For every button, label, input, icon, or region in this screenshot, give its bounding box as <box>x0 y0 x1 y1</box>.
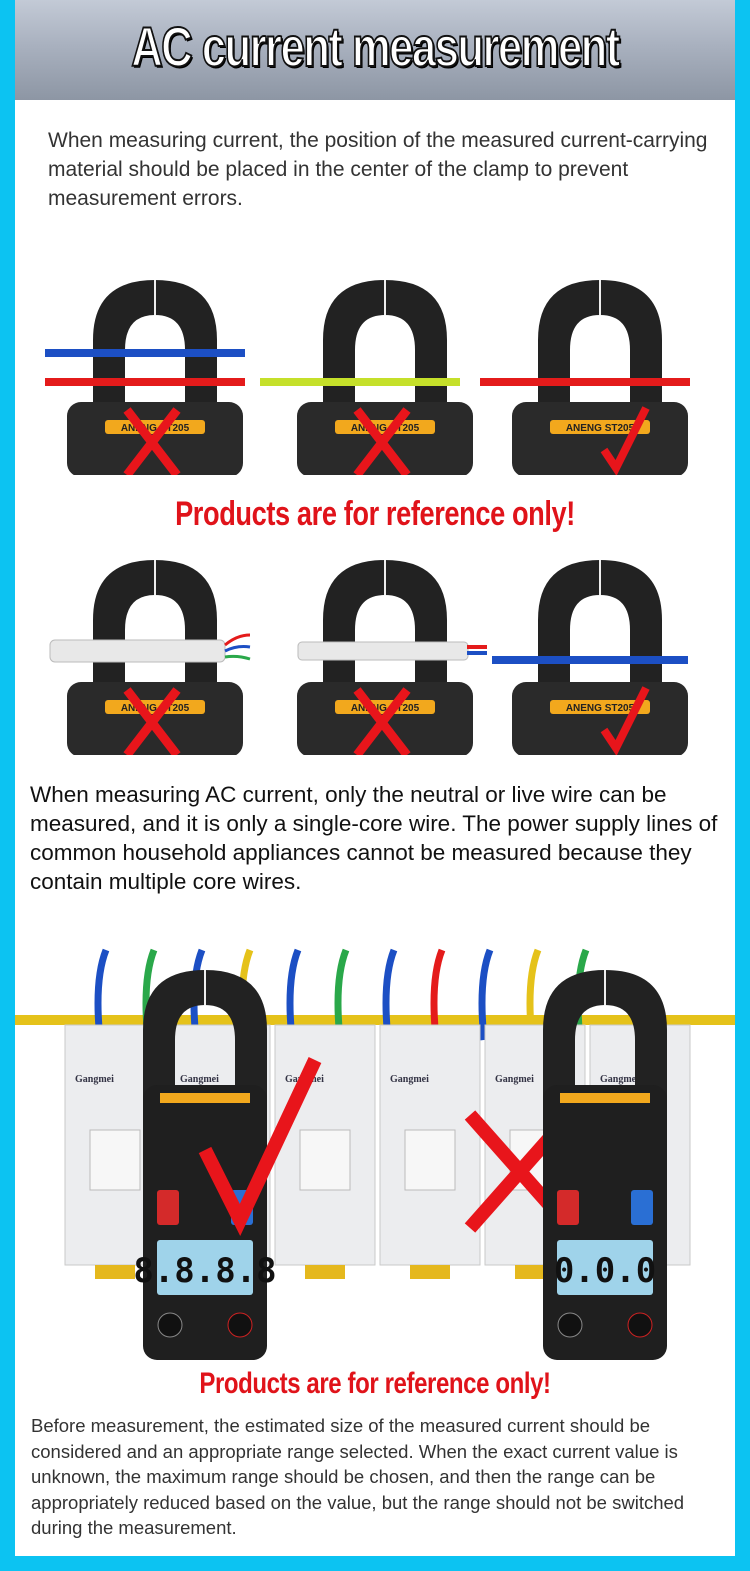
reference-notice-2: Products are for reference only! <box>199 1367 551 1400</box>
sel-button <box>557 1190 579 1225</box>
breaker-terminal <box>95 1265 135 1279</box>
core-wire <box>224 645 251 653</box>
breaker-brand: Gangmei <box>180 1074 219 1085</box>
clamp-position-examples: ANENG ST205 ANENG ST205 ANENG ST205 <box>45 280 690 475</box>
wire <box>45 349 245 357</box>
brand-text: ANENG ST205 <box>351 423 420 434</box>
clamp-jaw <box>538 560 662 700</box>
lcd-reading: 0.0.0 <box>554 1251 656 1291</box>
wire <box>45 378 245 386</box>
clamp-jaw <box>323 560 447 700</box>
clamp-jaw <box>143 970 267 1110</box>
sel-button <box>157 1190 179 1225</box>
brand-text: ANENG ST205 <box>351 703 420 714</box>
intro-text: When measuring current, the position of … <box>48 129 708 210</box>
com-jack <box>557 1312 583 1338</box>
brand-label <box>335 700 435 714</box>
cross-mark-icon <box>123 687 181 755</box>
core-wire <box>224 633 251 647</box>
com-jack <box>157 1312 183 1338</box>
brand-label <box>550 420 650 434</box>
single-core-note: When measuring AC current, only the neut… <box>30 782 718 894</box>
breaker-terminal <box>410 1265 450 1279</box>
v-jack <box>627 1312 653 1338</box>
brand-label <box>105 420 205 434</box>
two-core-cable <box>297 641 469 661</box>
brand-text: ANENG ST205 <box>121 703 190 714</box>
brand-text: ANENG ST205 <box>566 703 635 714</box>
brand-label <box>335 420 435 434</box>
meter-body <box>512 402 688 475</box>
core-wire <box>467 645 487 649</box>
wire <box>480 378 690 386</box>
clamp-jaw <box>93 560 217 700</box>
page-title: AC current measurement <box>130 14 621 79</box>
clamp-jaw <box>543 970 667 1110</box>
core-wire <box>224 654 251 661</box>
range-note: Before measurement, the estimated size o… <box>31 1415 685 1538</box>
wire <box>478 948 494 1041</box>
header-banner: AC current measurement <box>15 0 735 100</box>
reference-notice: Products are for reference only! <box>175 495 575 533</box>
core-wire <box>467 651 487 655</box>
breaker-switch <box>299 1129 351 1191</box>
brand-text: ANENG ST205 <box>121 423 190 434</box>
check-mark-icon <box>600 406 650 475</box>
yellow-wire <box>15 1015 735 1025</box>
single-core-wire <box>492 656 688 664</box>
v-jack <box>227 1312 253 1338</box>
brand-label <box>560 1093 650 1103</box>
wire-type-examples: ANENG ST205 ANENG ST205 ANENG ST205 <box>49 560 688 755</box>
cross-mark-icon <box>123 407 181 475</box>
lcd-reading: 8.8.8.8 <box>133 1251 276 1291</box>
brand-label <box>550 700 650 714</box>
ncv-button <box>631 1190 653 1225</box>
breaker-brand: Gangmei <box>600 1074 639 1085</box>
breaker-brand: Gangmei <box>75 1074 114 1085</box>
brand-label <box>105 700 205 714</box>
check-mark-icon <box>600 686 650 755</box>
breaker-switch <box>404 1129 456 1191</box>
breaker-terminal <box>305 1265 345 1279</box>
wire <box>260 378 460 386</box>
lcd-display <box>157 1240 253 1295</box>
check-mark-icon <box>198 1057 322 1237</box>
lcd-display <box>557 1240 653 1295</box>
meter-body <box>512 682 688 755</box>
breaker-switch <box>89 1129 141 1191</box>
breaker-brand: Gangmei <box>495 1074 534 1085</box>
multi-core-cable <box>49 639 226 663</box>
brand-text: ANENG ST205 <box>566 423 635 434</box>
cross-mark-icon <box>353 687 411 755</box>
breaker-brand: Gangmei <box>390 1074 429 1085</box>
brand-label <box>160 1093 250 1103</box>
cross-mark-icon <box>353 407 411 475</box>
